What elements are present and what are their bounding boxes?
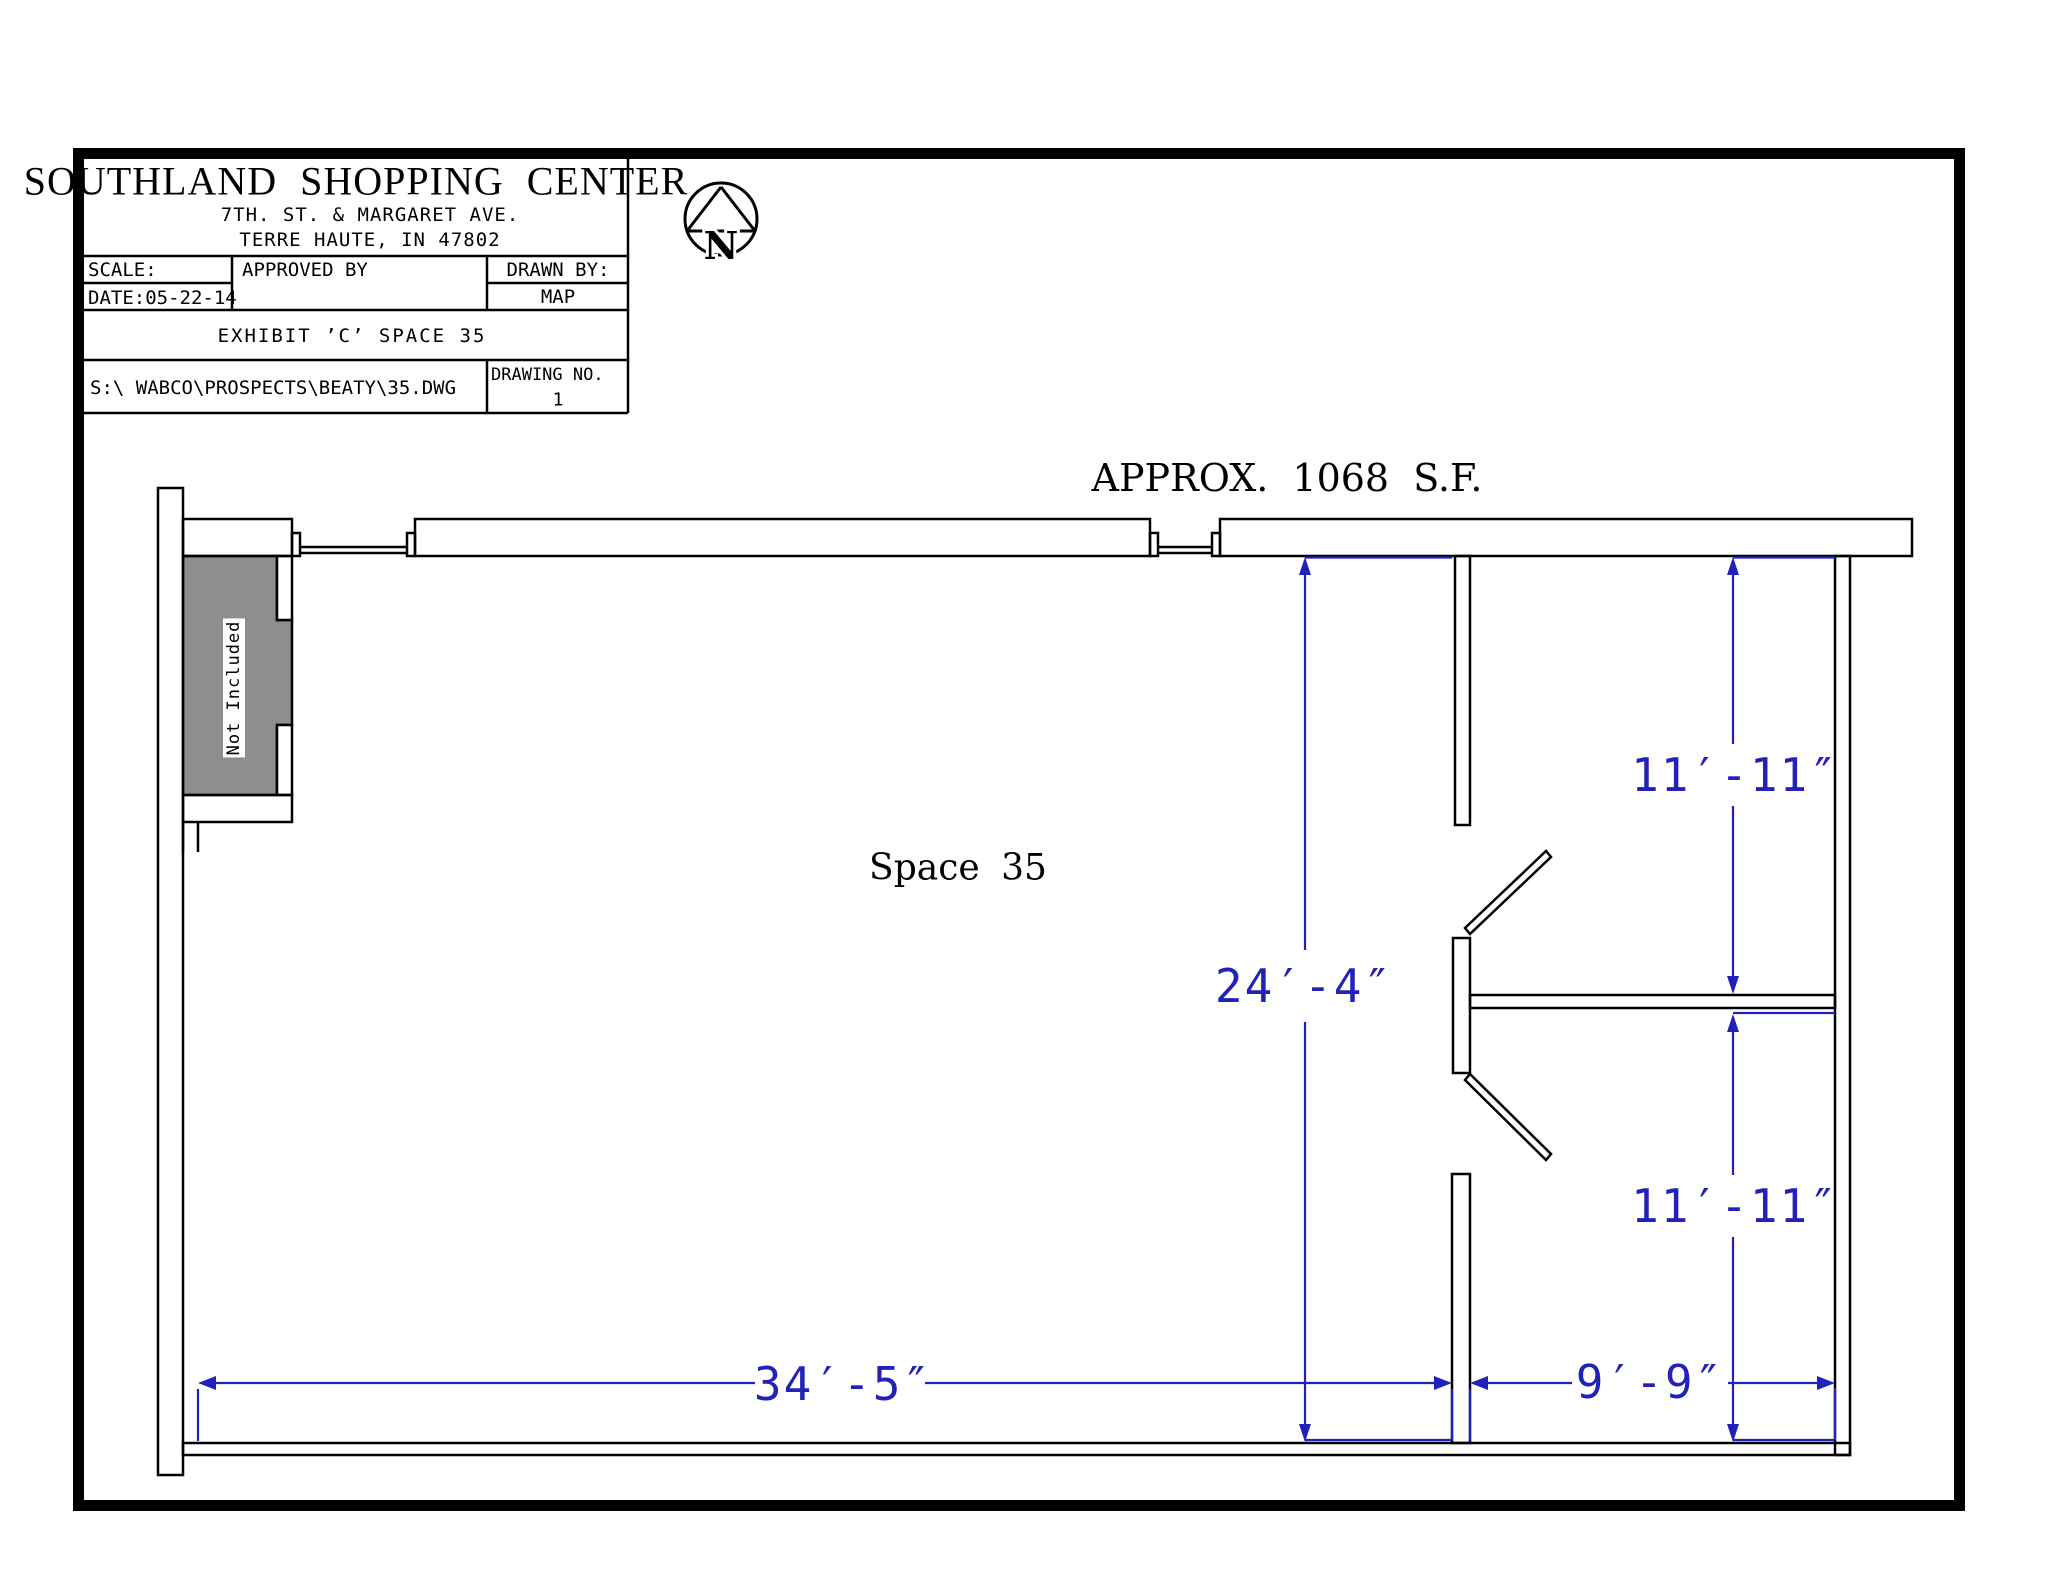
bottom-exterior-wall: [181, 1441, 1852, 1457]
date-row: DATE:05-22-14: [88, 287, 237, 309]
vestibule-bottom-wall: [181, 793, 294, 824]
exhibit-label: EXHIBIT ’C’ SPACE 35: [217, 325, 487, 347]
storefront-door-left: [300, 545, 407, 555]
dim-extension: [1733, 1011, 1837, 1442]
dim-extension: [1450, 1389, 1472, 1441]
address-line-1: 7TH. ST. & MARGARET AVE.: [220, 204, 520, 226]
top-wall-right: [1218, 517, 1914, 558]
drawn-by-value: MAP: [540, 286, 576, 308]
address-line-2: TERRE HAUTE, IN 47802: [239, 229, 501, 251]
door-leaf-upper: [1463, 849, 1553, 936]
file-path: S:\ WABCO\PROSPECTS\BEATY\35.DWG: [90, 377, 457, 399]
excluded-wall-strip-bottom: [275, 723, 294, 797]
walls: [156, 486, 1914, 1477]
vestibule-wall-return: [181, 822, 200, 852]
title-block-grid: [84, 158, 630, 415]
date-value: 05-22-14: [145, 287, 237, 309]
dim-room-bottom-depth: 11′-11″: [1631, 1179, 1839, 1233]
excluded-wall-strip-top: [275, 554, 294, 622]
left-exterior-wall: [156, 486, 185, 1477]
sheet-border: [73, 148, 1965, 1511]
date-label: DATE:: [88, 287, 146, 309]
top-wall-main: [413, 517, 1152, 558]
middle-wall-lower-stub: [1450, 1172, 1472, 1445]
dim-overall-depth: 24′-4″: [1214, 959, 1394, 1013]
door-jamb: [290, 531, 302, 558]
approved-by-label: APPROVED BY: [242, 259, 368, 281]
middle-wall-door-jamb: [1451, 936, 1472, 1075]
dim-extension: [1305, 556, 1452, 1442]
north-arrow-icon: N: [683, 181, 759, 271]
interior-partition-wall: [1468, 993, 1837, 1010]
drawing-no-label: DRAWING NO.: [491, 365, 604, 385]
dimension-lines: [196, 556, 1837, 1442]
area-label: APPROX. 1068 S.F.: [1091, 456, 1483, 500]
drawing-no-value: 1: [552, 389, 564, 411]
north-letter: N: [704, 223, 739, 268]
middle-wall-upper-stub: [1453, 554, 1472, 827]
dim-right-width: 9′-9″: [1575, 1355, 1725, 1409]
dimension-arrowheads: [198, 557, 1835, 1442]
sheet-title: SOUTHLAND SHOPPING CENTER: [23, 158, 689, 204]
right-interior-wall: [1833, 554, 1852, 1457]
vestibule-top-wall: [181, 517, 294, 558]
dim-overall-width: 34′-5″: [753, 1357, 933, 1411]
space-label: Space 35: [869, 847, 1047, 889]
dim-room-top-depth: 11′-11″: [1631, 748, 1839, 802]
door-leaf-lower: [1463, 1072, 1553, 1162]
scale-label: SCALE:: [88, 259, 157, 281]
not-included-label: Not Included: [223, 618, 245, 758]
storefront-door-right: [1158, 545, 1212, 555]
door-jamb: [1148, 531, 1160, 558]
drawn-by-label: DRAWN BY:: [506, 259, 610, 281]
